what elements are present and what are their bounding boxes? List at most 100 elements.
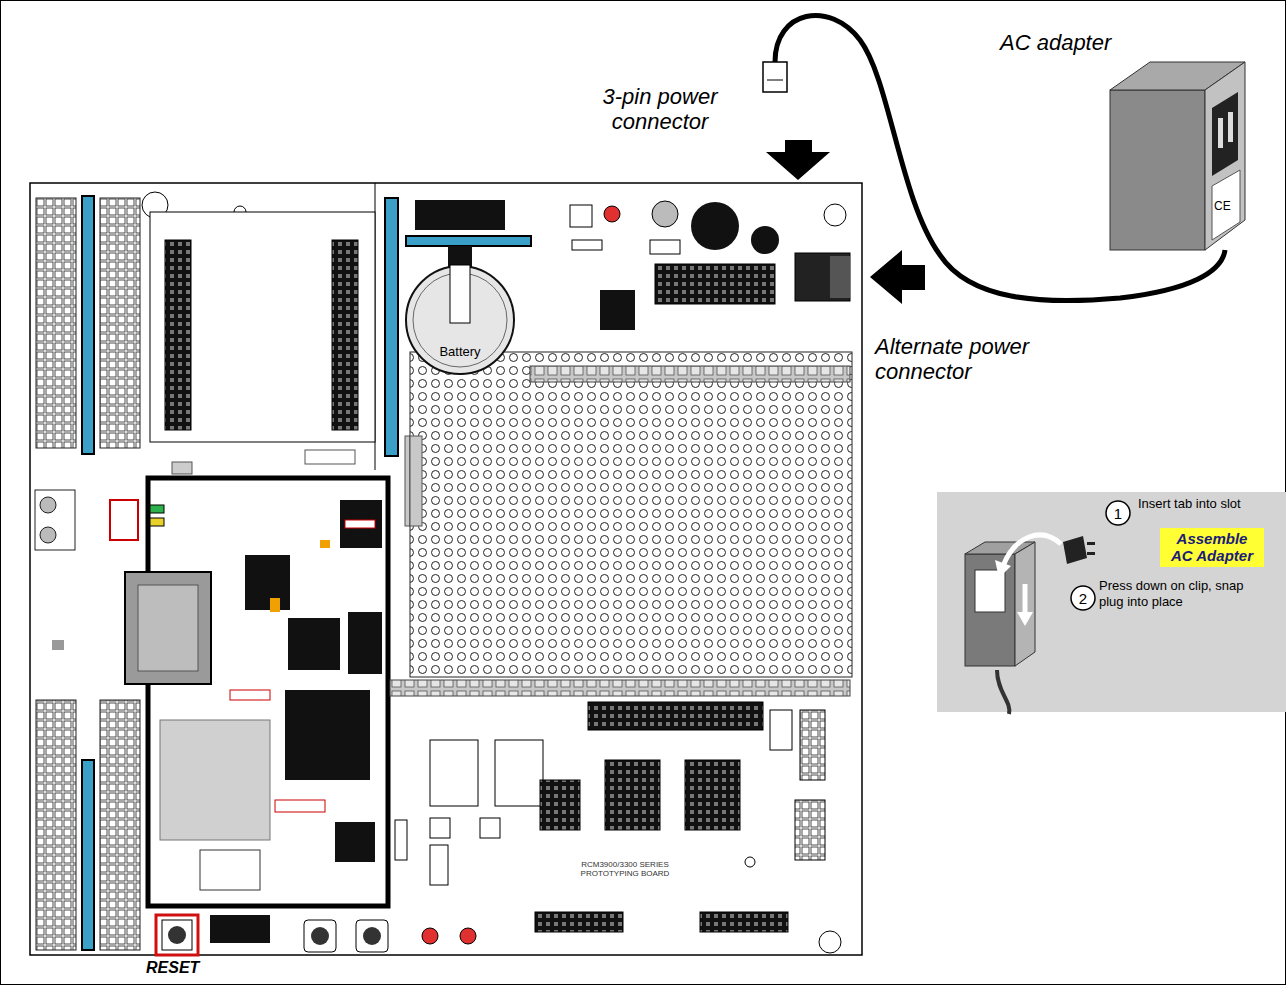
push-buttons: [422, 928, 438, 944]
lower-components: [800, 710, 825, 780]
pin-header: [35, 490, 75, 550]
lower-components: [605, 760, 660, 830]
label-holder: CE: [1214, 200, 1244, 214]
callout-number: 1: [1105, 500, 1131, 526]
lower-components: [770, 710, 792, 750]
core-module: [340, 500, 382, 548]
core-module: [110, 478, 388, 906]
reset-button: [156, 915, 198, 955]
lower-components: [535, 912, 623, 932]
lower-components: [480, 818, 500, 838]
instruction-holder: Press down on clip, snap plug into place: [1099, 578, 1249, 609]
power-supply-area: [604, 206, 620, 222]
inset-panel: Insert tab into slotPress down on clip, …: [937, 492, 1286, 712]
ac-adapter: [1205, 62, 1245, 250]
slave-module: [150, 212, 375, 442]
core-module: [150, 518, 164, 526]
label-holder: Alternate power connector: [875, 334, 1125, 385]
slave-module: [332, 240, 358, 430]
prototyping-board: [30, 183, 862, 955]
slave-module: [165, 240, 191, 430]
push-buttons: [363, 927, 381, 945]
ac-adapter: [1110, 90, 1205, 250]
core-module: [148, 478, 388, 906]
label-holder: RESET: [146, 959, 266, 977]
reset-button: [168, 926, 186, 944]
prototyping-board: [30, 183, 862, 955]
lower-components: [430, 845, 448, 885]
lower-components: [588, 702, 763, 730]
slave-module: [385, 198, 398, 456]
part-name: AC adapter: [1000, 30, 1200, 55]
power-supply-area: [570, 205, 592, 227]
prototyping-area: [410, 352, 852, 677]
board-silkscreen: RCM3900/3300 SERIES PROTOTYPING BOARD: [555, 860, 695, 878]
slave-module: [305, 450, 355, 464]
pin-header: [82, 196, 94, 454]
certification-mark: CE: [1214, 200, 1244, 214]
prototyping-board: [819, 931, 841, 953]
battery-outline: [406, 266, 514, 374]
core-module: [160, 720, 270, 840]
lower-components: [685, 760, 740, 830]
adapter-drawing-part: [1087, 542, 1095, 545]
adapter-drawing-part: [965, 554, 1015, 666]
push-buttons: [311, 927, 329, 945]
pointer-arrow: [766, 140, 830, 180]
battery-clip: [450, 265, 470, 323]
highlight-box: Assemble AC Adapter: [1160, 528, 1264, 567]
lower-components: [210, 915, 270, 943]
push-buttons: [356, 920, 388, 952]
prototyping-area: [390, 352, 852, 696]
core-module: [110, 500, 138, 540]
pin-header: [100, 198, 140, 448]
power-supply-area: [751, 226, 779, 254]
core-module: [348, 612, 382, 674]
slave-module: [172, 462, 192, 474]
ac-adapter: [1218, 118, 1223, 148]
prototyping-board: [824, 204, 846, 226]
core-module: [230, 690, 270, 700]
instruction-holder: Insert tab into slot: [1138, 496, 1241, 512]
instruction-text: Insert tab into slot: [1138, 496, 1241, 512]
lower-components: [395, 820, 407, 860]
core-module: [245, 555, 290, 610]
part-name: RESET: [146, 959, 266, 977]
part-name: 3-pin power connector: [560, 84, 760, 135]
lower-components: [430, 740, 478, 806]
battery-holder: [406, 236, 531, 246]
instruction-text: Press down on clip, snap plug into place: [1099, 578, 1249, 609]
label-holder: AC adapter: [1000, 30, 1200, 55]
push-buttons: [304, 920, 336, 952]
core-module: [150, 505, 164, 513]
prototyping-area: [390, 680, 850, 696]
core-module: [138, 585, 198, 671]
adapter-drawing-part: [997, 670, 1009, 714]
lower-components: [540, 780, 580, 830]
battery-cell: Battery: [405, 265, 515, 375]
power-cable: [763, 62, 787, 92]
reset-button: [156, 915, 198, 955]
pin-header: [40, 527, 56, 543]
lower-components: [795, 800, 825, 860]
step-heading: Assemble AC Adapter: [1166, 531, 1258, 564]
adapter-drawing-part: [995, 560, 1011, 578]
lower-components: [495, 740, 543, 806]
pin-header: [52, 640, 64, 650]
adapter-drawing-part: [1063, 536, 1087, 564]
power-supply-area: [691, 202, 739, 250]
power-cable: [763, 15, 1225, 300]
ac-adapter: [1212, 92, 1238, 176]
power-cable: [767, 80, 783, 81]
lower-components: [430, 818, 450, 838]
core-module: [335, 822, 375, 862]
adapter-drawing-part: [1003, 535, 1061, 566]
adapter-drawing-part: [1023, 584, 1028, 614]
core-module: [320, 540, 330, 548]
pin-header: [36, 198, 76, 448]
prototyping-board: [745, 857, 755, 867]
power-supply-area: [655, 264, 775, 304]
power-supply-area: [572, 240, 602, 250]
pointer-arrow: [870, 250, 925, 304]
